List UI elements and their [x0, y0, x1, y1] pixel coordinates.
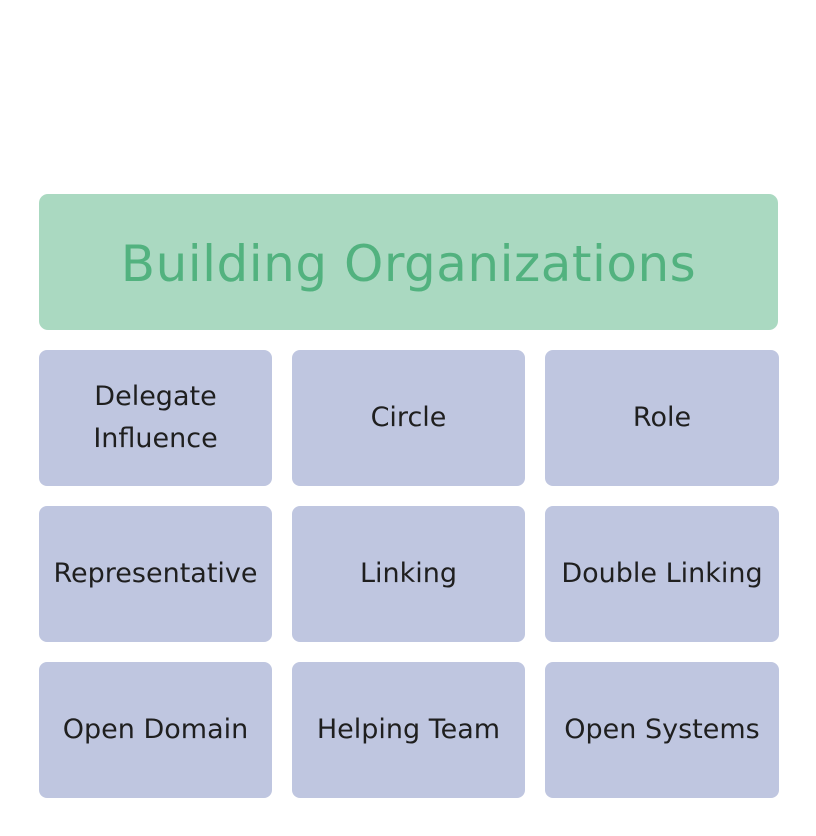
pattern-grid: Delegate Influence Circle Role Represent… — [39, 350, 779, 798]
tile-label: Open Systems — [564, 714, 760, 745]
header-box: Building Organizations — [39, 194, 778, 330]
tile-label: Circle — [370, 402, 447, 433]
tile-label: Double Linking — [561, 558, 763, 589]
tile-open-domain: Open Domain — [39, 662, 272, 798]
tile-label: Helping Team — [316, 714, 501, 745]
tile-helping-team: Helping Team — [292, 662, 525, 798]
tile-role: Role — [545, 350, 779, 486]
tile-label: Representative — [53, 558, 258, 589]
tile-double-linking: Double Linking — [545, 506, 779, 642]
diagram-title: Building Organizations — [120, 235, 697, 293]
tile-circle: Circle — [292, 350, 525, 486]
tile-open-systems: Open Systems — [545, 662, 779, 798]
tile-label: Linking — [359, 558, 458, 589]
tile-label: Open Domain — [62, 714, 249, 745]
tile-delegate-influence: Delegate Influence — [39, 350, 272, 486]
tile-label: Role — [632, 402, 692, 433]
tile-linking: Linking — [292, 506, 525, 642]
tile-representative: Representative — [39, 506, 272, 642]
tile-label: Delegate Influence — [93, 381, 218, 454]
